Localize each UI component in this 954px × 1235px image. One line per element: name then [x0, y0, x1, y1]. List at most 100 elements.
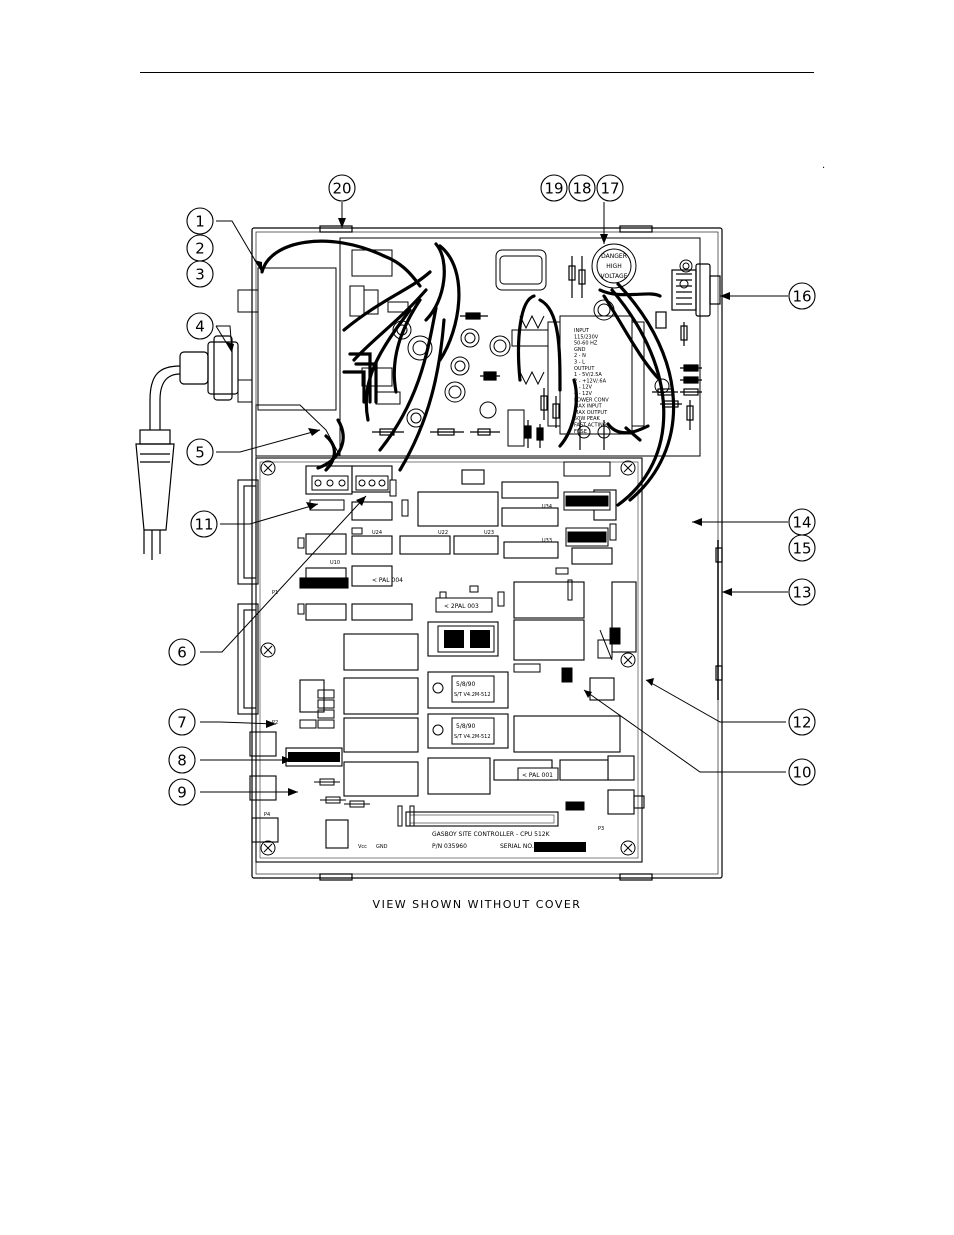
leader-lines — [200, 202, 788, 793]
transformer-label-line: 4 - 12V — [574, 391, 593, 397]
callout-19: 19 — [540, 174, 568, 202]
callout-number: 12 — [792, 714, 811, 732]
callout-circle — [788, 578, 816, 606]
eprom-date-label: 5/8/90 — [456, 681, 475, 688]
chip-labels: < 2PAL 003 5/8/90 S/T V4.2M-512 5/8/90 S… — [264, 504, 604, 832]
power-board-components — [372, 256, 721, 450]
eprom-version-label: S/T V4.2M-512 — [454, 692, 491, 698]
screw-icon — [620, 840, 636, 856]
callout-circle — [568, 174, 596, 202]
callout-number: 18 — [572, 180, 591, 198]
callout-4: 4 — [186, 312, 214, 340]
figure-caption: VIEW SHOWN WITHOUT COVER — [372, 898, 582, 911]
transformer-label-line: FUSE — [574, 429, 587, 435]
ref-designator: U24 — [372, 530, 382, 536]
callout-number: 6 — [177, 644, 187, 662]
serial-label-text: SERIAL NO. — [500, 843, 534, 850]
ref-designator: U23 — [484, 530, 494, 536]
callout-circle — [328, 174, 356, 202]
callout-16: 16 — [788, 282, 816, 310]
callout-circle — [788, 534, 816, 562]
transformer-label-line: 50-60 HZ — [574, 341, 598, 347]
transformer-label-line: GND — [574, 347, 586, 353]
wire-harness — [260, 239, 676, 507]
callout-circle — [168, 708, 196, 736]
callout-circle — [186, 260, 214, 288]
callout-1: 1 — [186, 207, 214, 235]
callout-circle — [186, 438, 214, 466]
page-header-rule — [140, 72, 814, 73]
callout-circle — [596, 174, 624, 202]
screw-icon — [620, 460, 636, 476]
screw-cross-icon — [623, 463, 633, 473]
callout-number: 14 — [792, 514, 811, 532]
callout-number: 15 — [792, 540, 811, 558]
callout-number: 4 — [195, 318, 205, 336]
screw-cross-icon — [623, 843, 633, 853]
callout-number: 2 — [195, 240, 205, 258]
callout-3: 3 — [186, 260, 214, 288]
callout-number: 7 — [177, 714, 187, 732]
screw-cross-icon — [263, 843, 273, 853]
callout-number: 20 — [332, 180, 351, 198]
high-label-text: HIGH — [606, 263, 621, 270]
callout-circle — [168, 778, 196, 806]
transformer-label-line: 3 - L — [574, 360, 585, 366]
danger-high-voltage-label: DANGER HIGH VOLTAGE — [601, 253, 628, 280]
screw-icon — [620, 652, 636, 668]
pal-chip-label: < 2PAL 003 — [444, 603, 479, 610]
callout-14: 14 — [788, 508, 816, 536]
eprom-version-label: S/T V4.2M-512 — [454, 734, 491, 740]
part-number-text: P/N 035960 — [432, 843, 467, 850]
callout-number: 8 — [177, 752, 187, 770]
callout-number: 11 — [194, 516, 213, 534]
ref-designator: P2 — [272, 720, 278, 726]
gnd-label-text: GND — [376, 844, 388, 850]
serial-number-block — [534, 842, 586, 852]
arrowheads — [226, 218, 732, 796]
callout-15: 15 — [788, 534, 816, 562]
callout-circle — [788, 282, 816, 310]
transformer-label-line: 50W PEAK — [574, 416, 600, 422]
callout-12: 12 — [788, 708, 816, 736]
power-supply-board — [237, 237, 701, 457]
vcc-label-text: Vcc — [358, 844, 367, 850]
screw-icon — [260, 642, 276, 658]
callout-number: 10 — [792, 764, 811, 782]
callout-circle — [788, 758, 816, 786]
transformer-label-line: MAX INPUT — [574, 404, 603, 410]
transformer-label-line: FAST ACTING — [574, 423, 607, 429]
screw-icon — [260, 460, 276, 476]
callout-number: 5 — [195, 444, 205, 462]
callout-13: 13 — [788, 578, 816, 606]
transformer-label-line: 2 - N — [574, 353, 586, 359]
ref-designator: U10 — [330, 560, 340, 566]
terminal-blocks — [309, 475, 397, 511]
screw-cross-icon — [263, 463, 273, 473]
transformer-label-line: 2 - +12V/.6A — [574, 378, 607, 384]
callout-20: 20 — [328, 174, 356, 202]
callout-circle — [168, 638, 196, 666]
screw-cross-icon — [263, 645, 273, 655]
callout-number: 9 — [177, 784, 187, 802]
callout-2: 2 — [186, 234, 214, 262]
callout-number: 17 — [600, 180, 619, 198]
transformer-label-line: 1 - 5V/2.5A — [574, 372, 602, 378]
callout-circle — [186, 312, 214, 340]
pal-chip-label: < PAL 001 — [522, 772, 553, 779]
callout-7: 7 — [168, 708, 196, 736]
margin-mark: . — [822, 160, 826, 171]
callout-10: 10 — [788, 758, 816, 786]
callout-5: 5 — [186, 438, 214, 466]
dip-switches — [563, 461, 611, 547]
screw-cross-icon — [623, 655, 633, 665]
callout-circle — [168, 746, 196, 774]
callout-8: 8 — [168, 746, 196, 774]
transformer-label-line: 3 - 12V — [574, 385, 593, 391]
callout-11: 11 — [190, 510, 218, 538]
callout-17: 17 — [596, 174, 624, 202]
ref-designator: P1 — [272, 590, 278, 596]
